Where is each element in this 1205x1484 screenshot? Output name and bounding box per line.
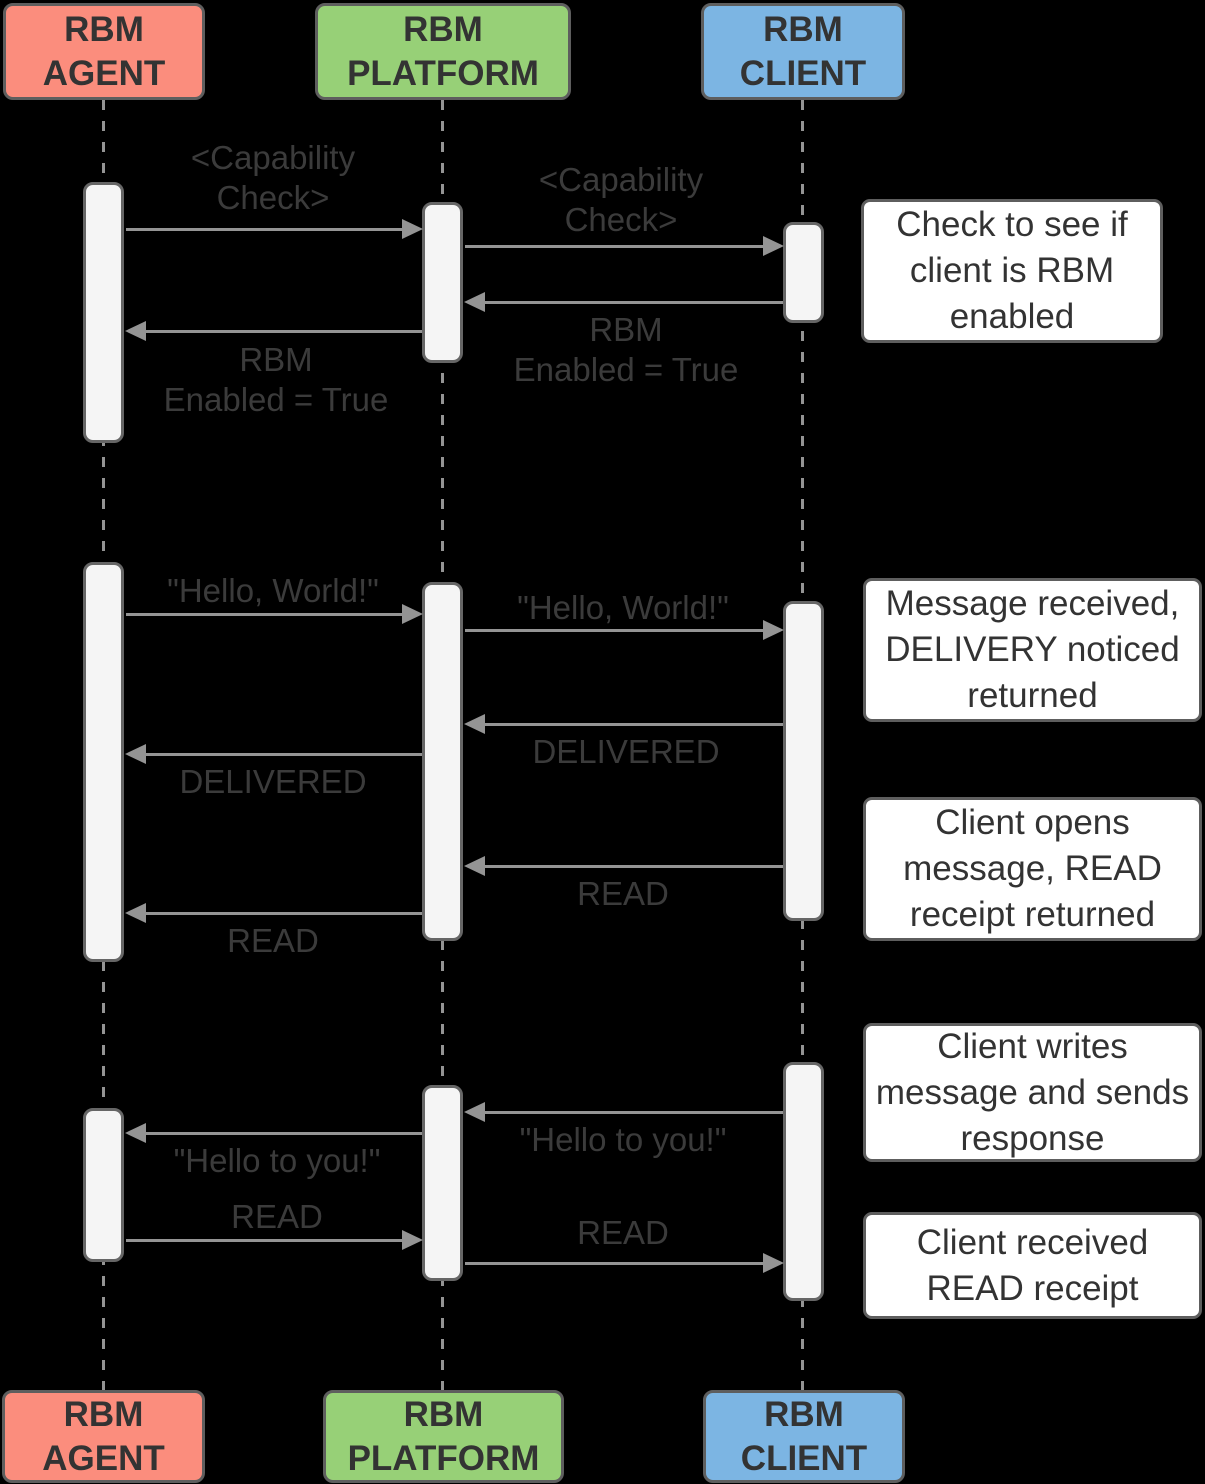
activation-bar-agent-3 [83, 1108, 124, 1262]
arrow-shaft [481, 1110, 783, 1114]
arrow-shaft [481, 300, 783, 304]
note-client-received-read: Client received READ receipt [863, 1212, 1202, 1319]
message-label-read-2: READ [227, 922, 319, 959]
note-message-received: Message received, DELIVERY noticed retur… [863, 578, 1202, 722]
arrowhead-left-icon [125, 903, 146, 923]
activation-bar-client-3 [783, 1062, 824, 1301]
arrow-shaft [126, 612, 406, 616]
activation-bar-platform-1 [422, 202, 463, 363]
message-label-capability-check-2: <Capability Check> [538, 161, 704, 238]
arrow-shaft [465, 244, 767, 248]
arrowhead-right-icon [402, 1230, 423, 1250]
actor-box-rbm-client-bottom: RBM CLIENT [703, 1390, 905, 1483]
note-client-opens-message: Client opens message, READ receipt retur… [863, 797, 1202, 941]
message-label-delivered-1: DELIVERED [532, 733, 720, 770]
arrow-shaft [142, 911, 422, 915]
arrow-shaft [126, 227, 406, 231]
message-label-read-1: READ [577, 875, 669, 912]
note-capability-check: Check to see if client is RBM enabled [861, 199, 1163, 343]
actor-box-rbm-client-top: RBM CLIENT [701, 3, 905, 100]
message-label-read-3: READ [231, 1198, 323, 1235]
arrowhead-left-icon [125, 321, 146, 341]
message-label-hello-world-1: "Hello, World!" [167, 572, 379, 609]
actor-box-rbm-agent-top: RBM AGENT [3, 3, 205, 100]
activation-bar-platform-3 [422, 1085, 463, 1281]
arrowhead-right-icon [402, 219, 423, 239]
activation-bar-platform-2 [422, 582, 463, 941]
note-client-writes-message: Client writes message and sends response [863, 1023, 1202, 1162]
arrowhead-left-icon [464, 856, 485, 876]
arrowhead-left-icon [125, 744, 146, 764]
arrowhead-right-icon [763, 236, 784, 256]
actor-box-rbm-platform-top: RBM PLATFORM [315, 3, 571, 100]
actor-box-rbm-agent-bottom: RBM AGENT [2, 1390, 205, 1483]
arrow-shaft [465, 1261, 767, 1265]
arrow-shaft [142, 329, 422, 333]
message-label-rbm-enabled-1: RBM Enabled = True [513, 311, 739, 388]
arrowhead-right-icon [402, 604, 423, 624]
arrowhead-left-icon [464, 1102, 485, 1122]
activation-bar-agent-2 [83, 562, 124, 962]
actor-box-rbm-platform-bottom: RBM PLATFORM [323, 1390, 564, 1483]
message-label-hello-to-you-1: "Hello to you!" [519, 1121, 727, 1158]
arrowhead-right-icon [763, 1253, 784, 1273]
message-label-rbm-enabled-2: RBM Enabled = True [163, 341, 389, 418]
message-label-hello-world-2: "Hello, World!" [517, 589, 729, 626]
arrowhead-left-icon [464, 714, 485, 734]
activation-bar-client-2 [783, 601, 824, 921]
arrowhead-left-icon [125, 1123, 146, 1143]
arrow-shaft [481, 864, 783, 868]
message-label-delivered-2: DELIVERED [179, 763, 367, 800]
arrow-shaft [481, 722, 783, 726]
message-label-capability-check-1: <Capability Check> [190, 139, 356, 216]
message-label-read-4: READ [577, 1214, 669, 1251]
arrow-shaft [465, 628, 767, 632]
arrow-shaft [126, 1238, 406, 1242]
message-label-hello-to-you-2: "Hello to you!" [173, 1142, 381, 1179]
arrow-shaft [142, 1131, 422, 1135]
arrowhead-right-icon [763, 620, 784, 640]
arrow-shaft [142, 752, 422, 756]
activation-bar-client-1 [783, 222, 824, 323]
arrowhead-left-icon [464, 292, 485, 312]
activation-bar-agent-1 [83, 182, 124, 443]
